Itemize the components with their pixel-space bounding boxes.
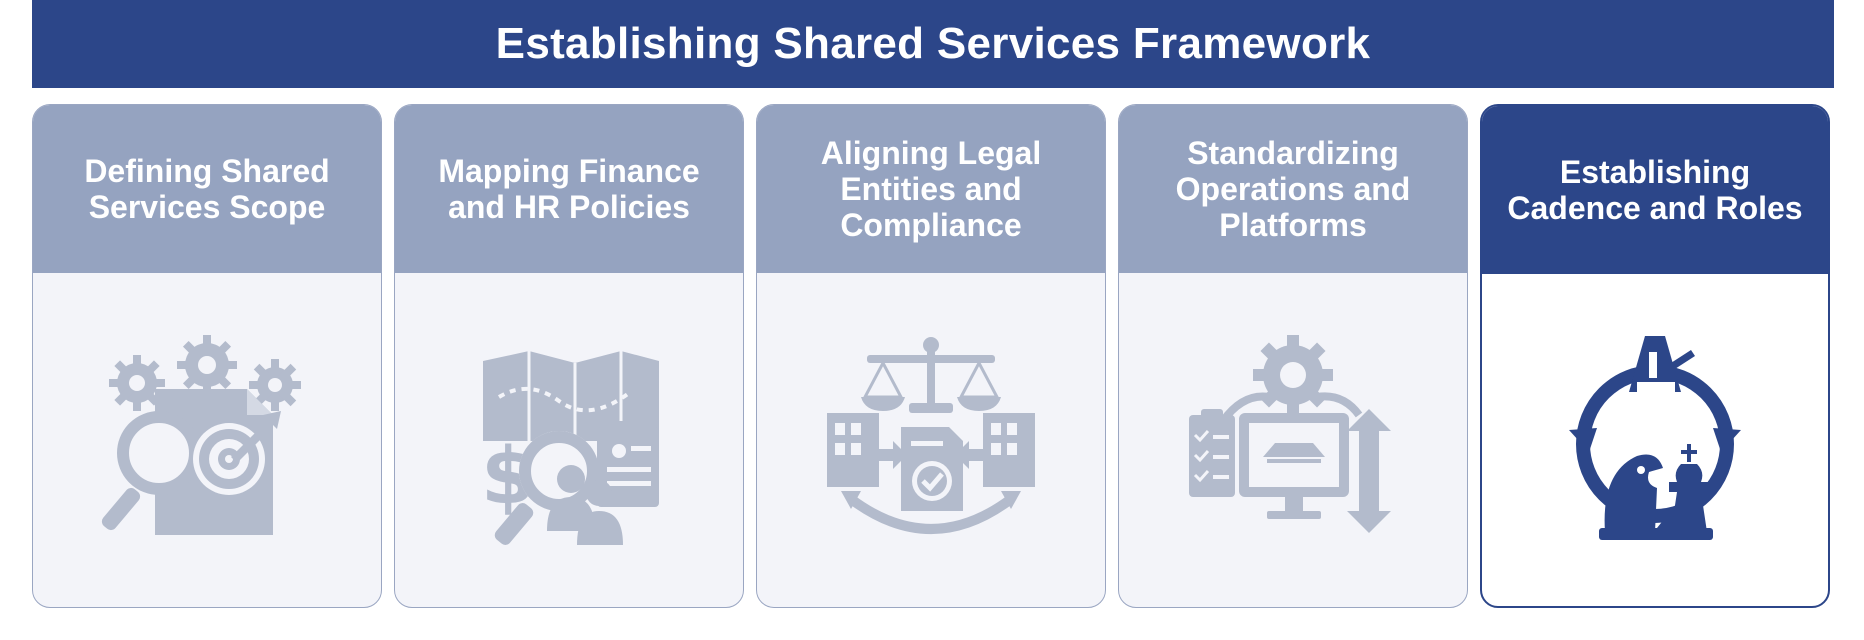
card-title: Defining Shared Services Scope xyxy=(33,105,381,273)
page-title: Establishing Shared Services Framework xyxy=(32,0,1834,88)
card-title: Mapping Finance and HR Policies xyxy=(395,105,743,273)
card-title: Standardizing Operations and Platforms xyxy=(1119,105,1467,273)
map-dollar-people-icon: $ xyxy=(459,331,679,551)
gear-monitor-checklist-icon xyxy=(1183,331,1403,551)
card-standardizing-operations: Standardizing Operations and Platforms xyxy=(1118,104,1468,608)
card-defining-scope: Defining Shared Services Scope xyxy=(32,104,382,608)
card-mapping-policies: Mapping Finance and HR Policies $ xyxy=(394,104,744,608)
card-title: Establishing Cadence and Roles xyxy=(1482,106,1828,274)
card-establishing-cadence: Establishing Cadence and Roles xyxy=(1480,104,1830,608)
card-aligning-legal: Aligning Legal Entities and Compliance xyxy=(756,104,1106,608)
scales-buildings-document-icon xyxy=(821,331,1041,551)
gears-target-magnifier-icon xyxy=(97,331,317,551)
metronome-chess-cycle-icon xyxy=(1545,332,1765,552)
card-title: Aligning Legal Entities and Compliance xyxy=(757,105,1105,273)
